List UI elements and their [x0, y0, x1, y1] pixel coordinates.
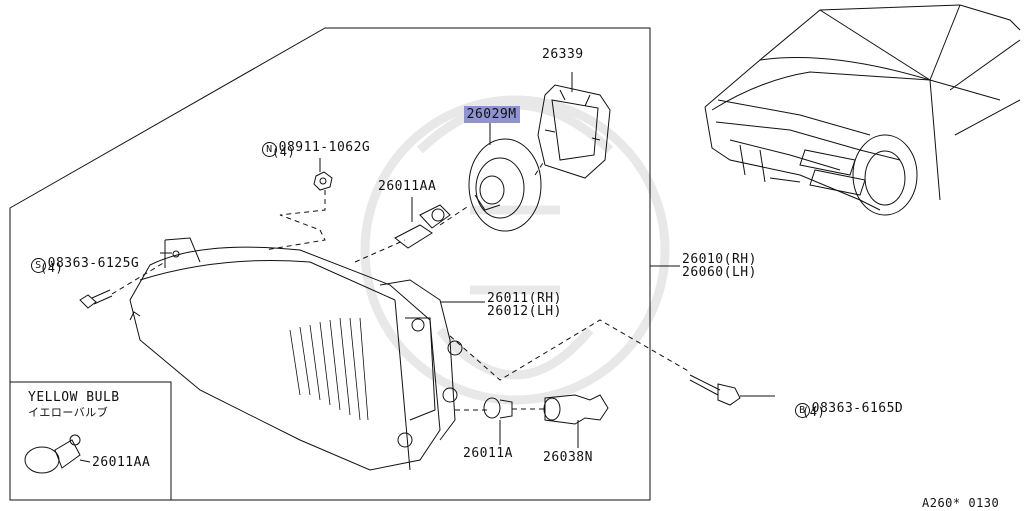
screw-part	[79, 289, 113, 309]
nut-part	[313, 171, 333, 191]
nut-qty-label: (4)	[272, 145, 296, 159]
screw-qty-label: (4)	[40, 261, 64, 275]
main-bulb	[394, 204, 451, 249]
part-26012-label: 26012(LH)	[487, 304, 562, 319]
highlighted-part-number[interactable]: 26029M	[463, 106, 520, 123]
nut-badge: N	[261, 142, 277, 157]
screw-badge: S	[30, 258, 46, 273]
inset-frame	[9, 381, 172, 501]
inset-bulb	[24, 434, 81, 474]
part-26060-label: 26060(LH)	[682, 265, 757, 280]
bulb-boot	[468, 138, 542, 232]
part-26011a-label: 26011A	[463, 446, 513, 461]
car-illustration	[704, 4, 1021, 216]
inset-title: YELLOW BULB	[28, 390, 120, 405]
leader-lines	[79, 72, 775, 463]
headlamp-assembly	[129, 237, 463, 471]
part-26038n-label: 26038N	[543, 450, 593, 465]
part-26011-label: 26011(RH)	[487, 291, 562, 306]
inset-title-jp: イエローバルブ	[28, 406, 109, 419]
bolt-qty-label: (4)	[802, 405, 826, 419]
part-26339-label: 26339	[542, 47, 584, 62]
bolt-badge: B	[794, 403, 810, 418]
part-26011aa-label: 26011AA	[378, 179, 437, 194]
bolt-part	[689, 374, 741, 406]
watermark-emblem	[360, 95, 670, 405]
inset-part-label: 26011AA	[92, 455, 151, 470]
bulb-retainer-ring	[537, 84, 611, 179]
dashed-guides	[111, 159, 691, 411]
part-26029m-label: 26029M	[447, 95, 520, 123]
diagram-id: A260* 0130	[922, 496, 1000, 510]
part-26010-label: 26010(RH)	[682, 252, 757, 267]
